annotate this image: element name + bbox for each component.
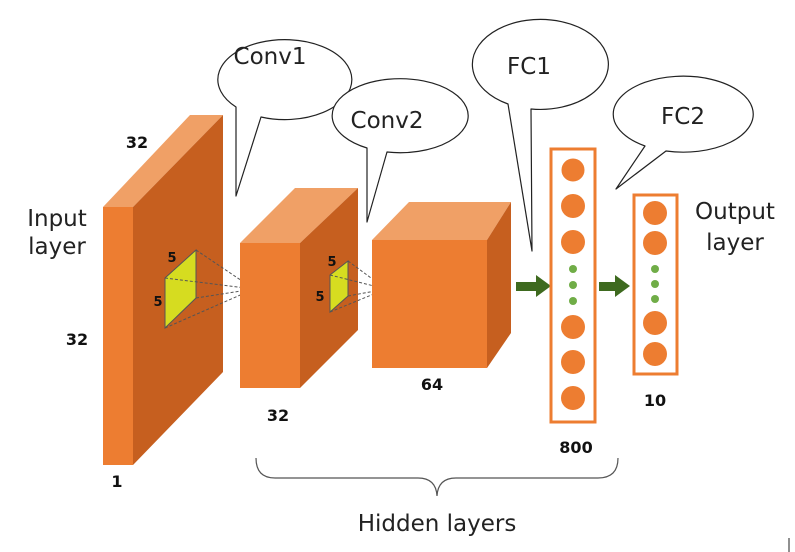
fc1-bubble-label: FC1 — [507, 54, 551, 80]
fc2-node — [643, 311, 667, 335]
conv2-block-top-face — [372, 202, 511, 240]
fc2-bubble: FC2 — [612, 75, 754, 190]
hidden-layers-label: Hidden layers — [358, 511, 517, 537]
fc1-bubble: FC1 — [471, 18, 609, 252]
fc1-node — [561, 350, 585, 374]
conv2-bubble-label: Conv2 — [351, 108, 424, 134]
fc1-ellipsis-dot — [569, 297, 577, 305]
input-layer-label: layer — [28, 234, 86, 260]
conv1-projection-line — [164, 288, 255, 329]
fc2-node — [643, 201, 667, 225]
conv1-kernel-size-label: 5 — [153, 295, 162, 310]
input-width-label: 32 — [126, 133, 148, 152]
conv1-kernel — [164, 248, 255, 330]
conv2-projection-line — [347, 260, 387, 290]
fc1-ellipsis-dot — [569, 281, 577, 289]
conv1-bubble: Conv1 — [217, 39, 353, 197]
fc2-ellipsis-dot — [651, 280, 659, 288]
fc1-node — [561, 386, 585, 410]
fc1-bubble-shape — [471, 18, 609, 252]
conv2-block — [372, 202, 511, 368]
fc2-ellipsis-dot — [651, 265, 659, 273]
conv1-kernel-size-label: 5 — [167, 251, 176, 266]
input-depth-label: 1 — [111, 472, 122, 491]
conv1-projection-line — [195, 249, 255, 290]
fc1-ellipsis-dot — [569, 265, 577, 273]
output-layer-label: Output — [695, 199, 775, 225]
fc1-column-border — [549, 147, 597, 424]
conv2-kernel-size-label: 5 — [315, 290, 324, 305]
fc2-node — [643, 231, 667, 255]
fc2-column-border — [632, 193, 679, 376]
input-layer-block — [103, 115, 223, 465]
conv1-block-side-face — [300, 188, 358, 388]
fc2-ellipsis-dot — [651, 295, 659, 303]
input-layer-top-face — [103, 115, 223, 207]
arrow-to-fc1 — [516, 275, 551, 297]
conv1-bubble-label: Conv1 — [234, 44, 307, 70]
fc2-bubble-shape — [612, 75, 754, 190]
fc1-column — [549, 147, 597, 424]
fc1-node — [561, 315, 585, 339]
conv2-block-front-face — [372, 240, 487, 368]
input-layer-label: Input — [27, 206, 87, 232]
fc1-node — [561, 230, 585, 254]
fc1-node — [560, 157, 586, 183]
fc2-column — [632, 193, 679, 376]
hidden-layers-brace — [255, 457, 619, 497]
conv1-bubble-shape — [217, 39, 353, 197]
conv2-bubble: Conv2 — [331, 78, 469, 223]
conv1-block-top-face — [240, 188, 358, 243]
output-layer-label: layer — [706, 230, 764, 256]
conv2-size-label: 64 — [421, 375, 443, 394]
conv2-block-side-face — [487, 202, 511, 368]
fc1-node — [561, 194, 585, 218]
input-height-label: 32 — [66, 330, 88, 349]
conv2-kernel-size-label: 5 — [327, 255, 336, 270]
conv1-size-label: 32 — [267, 406, 289, 425]
arrow-to-fc2 — [599, 275, 630, 297]
conv2-bubble-shape — [331, 78, 469, 223]
fc2-bubble-label: FC2 — [661, 104, 705, 130]
conv1-block-front-face — [240, 243, 300, 388]
input-layer-front-face — [103, 207, 133, 465]
conv1-block — [240, 188, 358, 388]
fc1-size-label: 800 — [559, 438, 592, 457]
fc2-node — [643, 342, 667, 366]
fc2-size-label: 10 — [644, 391, 666, 410]
